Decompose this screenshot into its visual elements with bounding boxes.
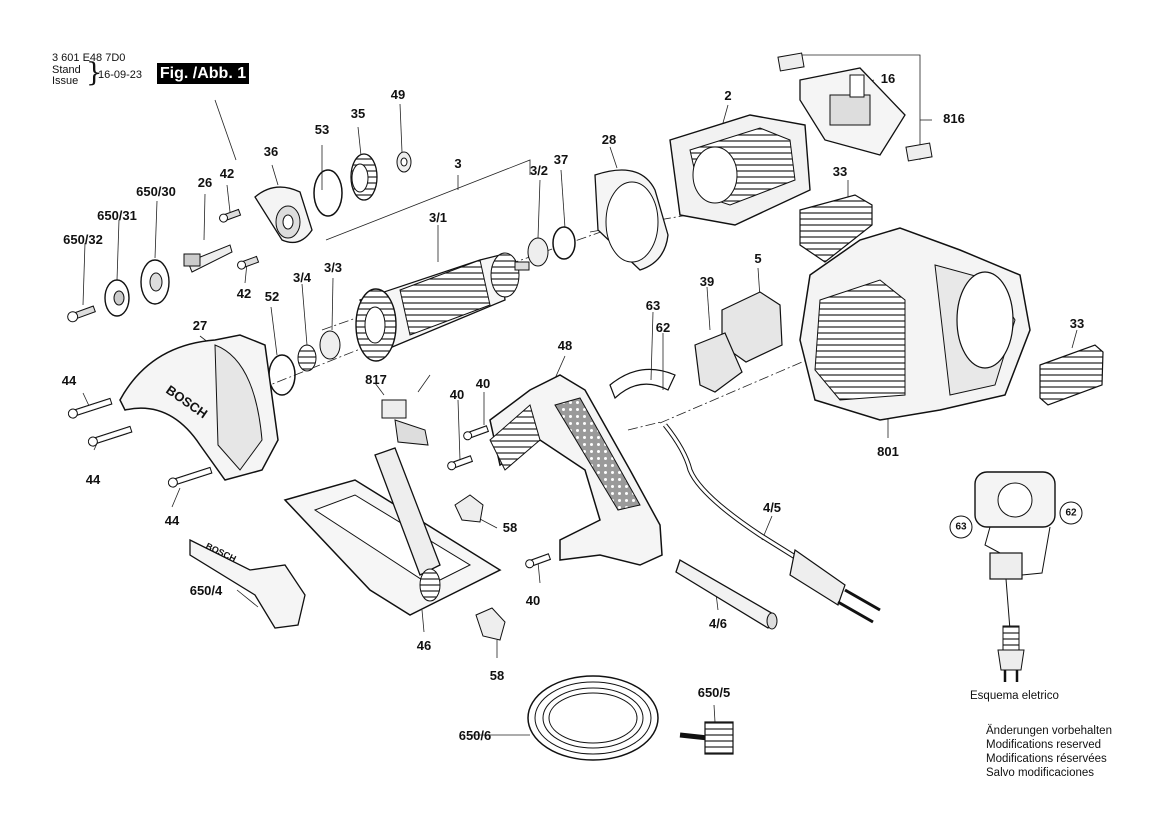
bearing-3-2 <box>527 237 549 267</box>
figure-label: Fig. /Abb. 1 <box>157 63 249 84</box>
wire-set <box>609 368 676 400</box>
schematic-caption: Esquema eletrico <box>970 690 1059 702</box>
part-label: 650/6 <box>458 728 492 743</box>
hose-coil <box>527 675 659 761</box>
armature <box>355 252 530 362</box>
part-label: 63 <box>645 298 661 313</box>
part-label: 36 <box>263 144 279 159</box>
carbon-brush <box>905 142 933 162</box>
part-label: 16 <box>880 71 896 86</box>
part-label: 817 <box>365 372 387 387</box>
brace-glyph: } <box>86 58 103 88</box>
part-label: 2 <box>724 88 732 103</box>
part-label: 44 <box>164 513 180 528</box>
part-label: 27 <box>192 318 208 333</box>
schematic-callout: 62 <box>1059 501 1083 525</box>
modification-note: Modifications réservées <box>986 753 1107 765</box>
knob-650-5 <box>679 721 734 755</box>
part-label: 28 <box>601 132 617 147</box>
part-label: 650/30 <box>136 184 176 199</box>
handle <box>489 374 663 566</box>
part-label: 42 <box>236 286 252 301</box>
part-label: 62 <box>655 320 671 335</box>
issue-date: 16-09-23 <box>98 69 143 81</box>
part-label: 58 <box>489 668 505 683</box>
wiring-schematic <box>974 471 1056 682</box>
blade-guard: BOSCH <box>119 334 279 481</box>
o-ring-52 <box>268 354 296 396</box>
cord-protector <box>675 559 778 630</box>
modification-note: Modifications reserved <box>986 739 1102 751</box>
part-label: 40 <box>449 387 465 402</box>
schematic-callout: 63 <box>949 515 973 539</box>
part-label: 816 <box>943 111 965 126</box>
part-label: 801 <box>877 444 899 459</box>
part-label: 46 <box>416 638 432 653</box>
part-label: 44 <box>85 472 101 487</box>
part-label: 42 <box>219 166 235 181</box>
motor-housing <box>799 227 1031 421</box>
part-label: 650/31 <box>97 208 137 223</box>
o-ring <box>313 169 343 217</box>
vent-cover-lower <box>1039 344 1104 406</box>
part-label: 35 <box>350 106 366 121</box>
part-label: 40 <box>475 376 491 391</box>
wing-knob-lower <box>475 607 506 641</box>
clamp-817 <box>381 399 429 446</box>
wing-knob-upper <box>454 494 484 523</box>
switch-cover <box>694 332 743 393</box>
part-label: 48 <box>557 338 573 353</box>
part-label: 49 <box>390 87 406 102</box>
part-label: 650/5 <box>697 685 731 700</box>
power-cord <box>663 423 881 624</box>
part-label: 39 <box>699 274 715 289</box>
screw-parts <box>67 208 552 569</box>
part-label: 44 <box>61 373 77 388</box>
part-label: 650/32 <box>63 232 103 247</box>
modification-note: Salvo modificaciones <box>986 767 1095 779</box>
part-label: 4/5 <box>762 500 782 515</box>
flange-parts <box>104 244 233 317</box>
bearing-3-3 <box>319 330 341 360</box>
part-label: 26 <box>197 175 213 190</box>
part-label: 650/4 <box>189 583 223 598</box>
part-label: 4/6 <box>708 616 728 631</box>
part-label: 3/3 <box>323 260 343 275</box>
part-label: 40 <box>525 593 541 608</box>
part-label: 3 <box>454 156 462 171</box>
document-number: 3 601 E48 7D0 <box>52 52 126 64</box>
issue-label: Issue <box>52 75 79 87</box>
gear <box>350 153 378 201</box>
bearing-flange <box>254 186 313 244</box>
bearing-3-4 <box>297 344 317 372</box>
fan-baffle <box>594 169 669 271</box>
modification-note: Änderungen vorbehalten <box>986 725 1112 737</box>
needle-bearing <box>396 151 412 173</box>
part-label: 33 <box>832 164 848 179</box>
part-label: 58 <box>502 520 518 535</box>
part-label: 3/1 <box>428 210 448 225</box>
base-plate <box>283 447 502 616</box>
part-label: 3/2 <box>529 163 549 178</box>
stator <box>669 114 811 226</box>
ring-37 <box>552 226 576 260</box>
part-label: 52 <box>264 289 280 304</box>
brush-holder-frame <box>799 67 906 156</box>
part-label: 37 <box>553 152 569 167</box>
part-label: 5 <box>754 251 762 266</box>
carbon-brush <box>777 52 805 72</box>
vent-cover-upper <box>799 194 873 263</box>
part-label: 3/4 <box>292 270 312 285</box>
stand-label: Stand <box>52 64 81 76</box>
part-label: 53 <box>314 122 330 137</box>
part-label: 33 <box>1069 316 1085 331</box>
